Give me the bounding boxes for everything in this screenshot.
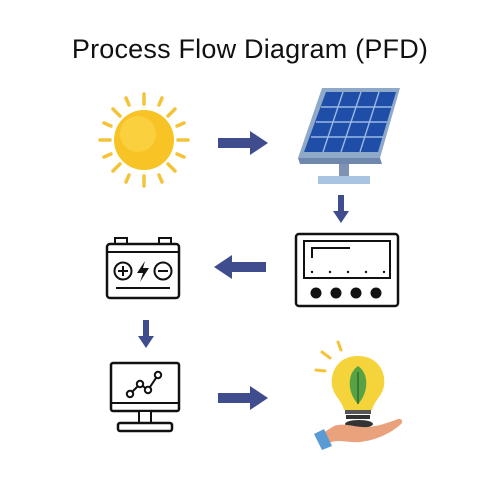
flow-arrow-left <box>214 254 266 280</box>
diagram-title: Process Flow Diagram (PFD) <box>71 34 429 64</box>
flow-arrow-down <box>333 195 349 223</box>
monitor-chart-icon <box>108 360 182 436</box>
sun-icon <box>96 90 196 190</box>
battery-icon <box>104 236 182 302</box>
flow-arrow-down <box>138 320 154 348</box>
solar-panel-icon <box>292 84 404 186</box>
charge-controller-icon <box>294 232 400 308</box>
flow-arrow-right <box>218 385 268 411</box>
eco-lightbulb-icon <box>310 338 406 450</box>
flow-arrow-right <box>218 130 268 156</box>
